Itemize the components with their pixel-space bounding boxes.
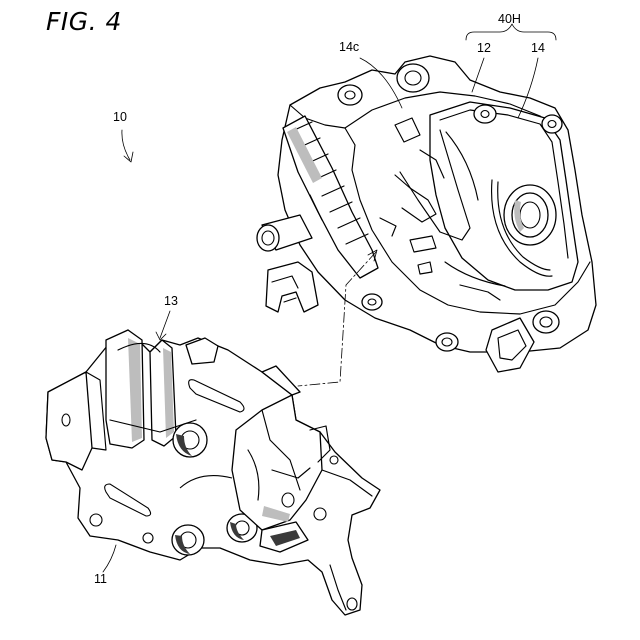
connector-bracket [266,262,318,312]
label-11-group: 11 [94,545,116,586]
leader-13 [160,311,170,338]
housing-assembly [257,56,596,372]
output-shaft-boss [504,185,556,245]
label-10-group: 10 [113,110,133,162]
brace-40h [466,24,556,40]
label-12: 12 [477,41,491,55]
label-10: 10 [113,110,127,124]
center-pivot [173,423,207,457]
label-40h-group: 40H [466,12,556,40]
leader-11 [103,545,116,572]
label-40h: 40H [498,12,521,26]
label-13: 13 [164,294,178,308]
label-13-group: 13 [156,294,178,340]
leader-10 [122,130,130,160]
label-14: 14 [531,41,545,55]
label-14c: 14c [339,40,359,54]
label-11: 11 [94,572,107,586]
figure-title: FIG. 4 [46,7,122,36]
left-flange-hole [62,414,70,426]
